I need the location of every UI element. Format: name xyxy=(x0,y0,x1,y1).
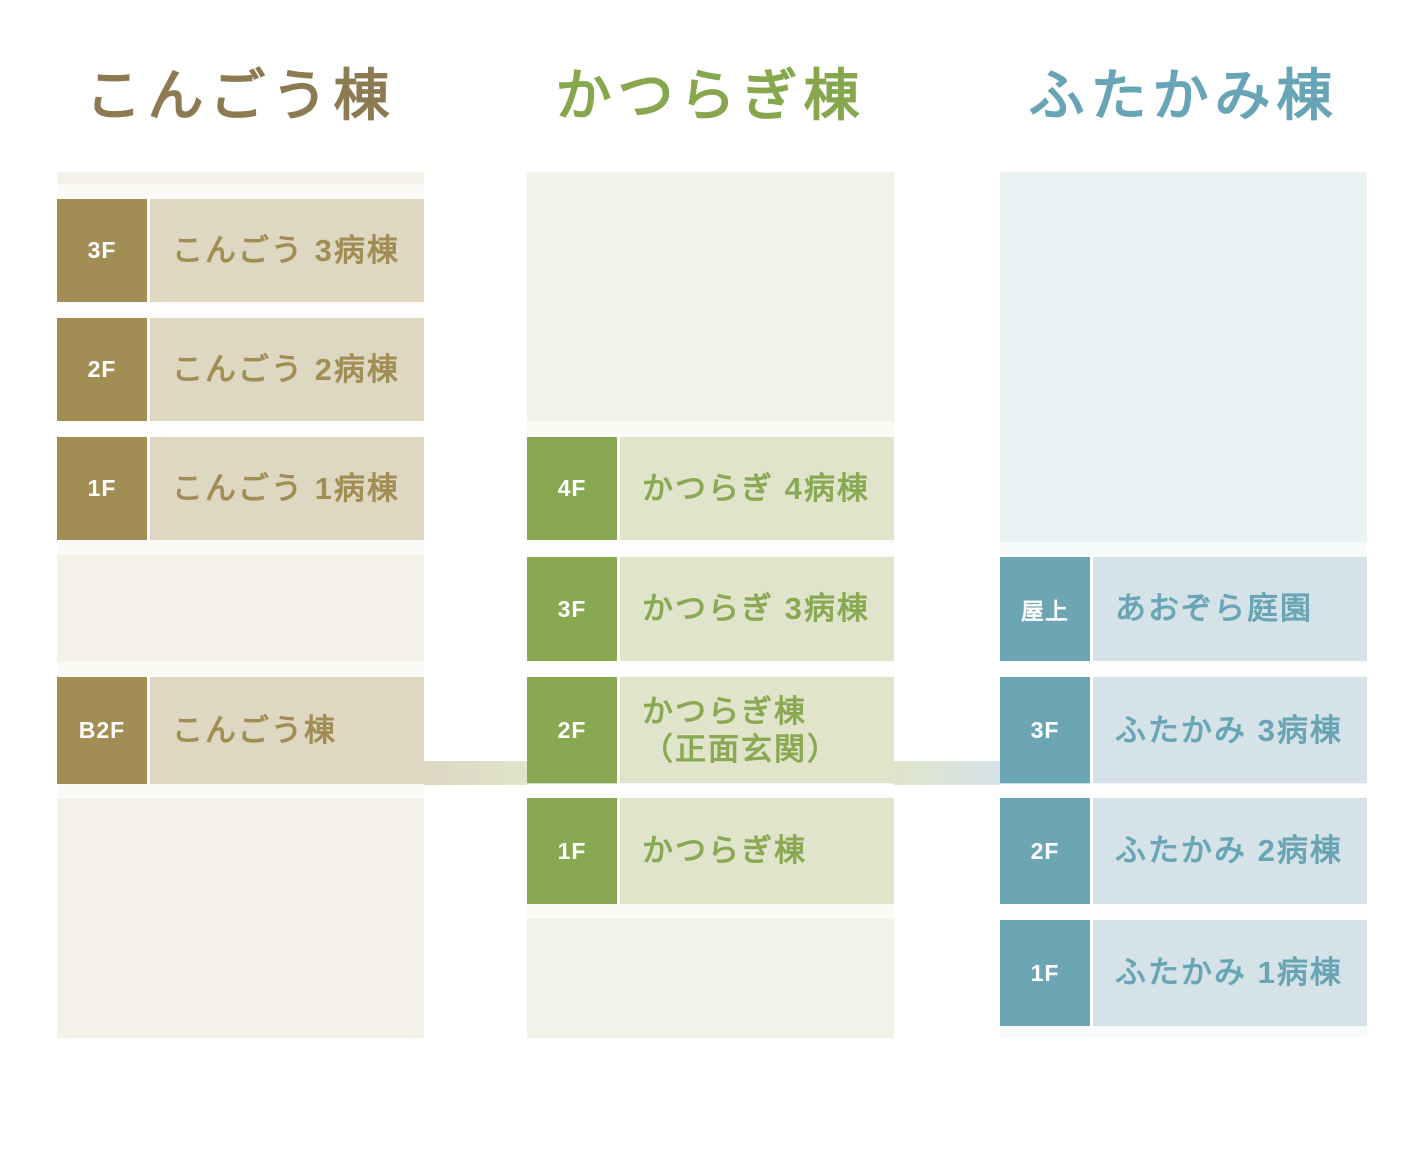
floor-name: かつらぎ 3病棟 xyxy=(620,557,894,661)
floor-name: かつらぎ棟 xyxy=(620,798,894,904)
floor-name: こんごう 3病棟 xyxy=(150,199,424,302)
floor-name: ふたかみ 1病棟 xyxy=(1093,920,1367,1026)
floor-label: 2F xyxy=(1000,798,1090,904)
floor-label: 1F xyxy=(1000,920,1090,1026)
floor-label: 2F xyxy=(527,677,617,784)
floor-label: 3F xyxy=(527,557,617,661)
building-katsuragi: かつらぎ棟 4F かつらぎ 4病棟 3F かつらぎ 3病棟 2F かつらぎ棟 （… xyxy=(527,0,894,1152)
floor-row-kongou-1f: 1F こんごう 1病棟 xyxy=(57,437,424,540)
building-kongou: こんごう棟 3F こんごう 3病棟 2F こんごう 2病棟 1F こんごう 1病… xyxy=(57,0,424,1152)
floor-label: 3F xyxy=(57,199,147,302)
building-title-futakami: ふたかみ棟 xyxy=(1028,64,1339,127)
floor-name-two-lines: かつらぎ棟 （正面玄関） xyxy=(620,677,894,784)
connector-katsuragi-futakami xyxy=(894,761,1000,785)
building-title-katsuragi: かつらぎ棟 xyxy=(555,64,866,127)
building-column-kongou xyxy=(57,172,424,1038)
floor-row-futakami-1f: 1F ふたかみ 1病棟 xyxy=(1000,920,1367,1026)
floor-label: B2F xyxy=(57,677,147,784)
floor-row-futakami-3f: 3F ふたかみ 3病棟 xyxy=(1000,677,1367,784)
floor-name: ふたかみ 2病棟 xyxy=(1093,798,1367,904)
floor-label: 4F xyxy=(527,437,617,540)
building-title-kongou: こんごう棟 xyxy=(85,64,396,127)
floor-label: 1F xyxy=(527,798,617,904)
floor-row-kongou-b2f: B2F こんごう棟 xyxy=(57,677,424,784)
floor-row-kongou-3f: 3F こんごう 3病棟 xyxy=(57,199,424,302)
floor-name: あおぞら庭園 xyxy=(1093,557,1367,661)
floor-row-katsuragi-4f: 4F かつらぎ 4病棟 xyxy=(527,437,894,540)
floor-row-katsuragi-1f: 1F かつらぎ棟 xyxy=(527,798,894,904)
floor-row-katsuragi-3f: 3F かつらぎ 3病棟 xyxy=(527,557,894,661)
floor-label: 屋上 xyxy=(1000,557,1090,661)
floor-row-futakami-roof: 屋上 あおぞら庭園 xyxy=(1000,557,1367,661)
connector-kongou-katsuragi xyxy=(424,761,527,785)
floor-row-katsuragi-2f: 2F かつらぎ棟 （正面玄関） xyxy=(527,677,894,784)
floor-label: 3F xyxy=(1000,677,1090,784)
floor-name: こんごう 1病棟 xyxy=(150,437,424,540)
floor-name: こんごう棟 xyxy=(150,677,424,784)
floor-row-futakami-2f: 2F ふたかみ 2病棟 xyxy=(1000,798,1367,904)
floor-label: 2F xyxy=(57,318,147,421)
floor-name-line1: かつらぎ棟 xyxy=(642,693,807,729)
floor-name-line2: （正面玄関） xyxy=(642,731,840,767)
floor-label: 1F xyxy=(57,437,147,540)
floor-name: ふたかみ 3病棟 xyxy=(1093,677,1367,784)
floor-name: かつらぎ 4病棟 xyxy=(620,437,894,540)
building-futakami: ふたかみ棟 屋上 あおぞら庭園 3F ふたかみ 3病棟 2F ふたかみ 2病棟 … xyxy=(1000,0,1367,1152)
floor-row-kongou-2f: 2F こんごう 2病棟 xyxy=(57,318,424,421)
floor-name: こんごう 2病棟 xyxy=(150,318,424,421)
